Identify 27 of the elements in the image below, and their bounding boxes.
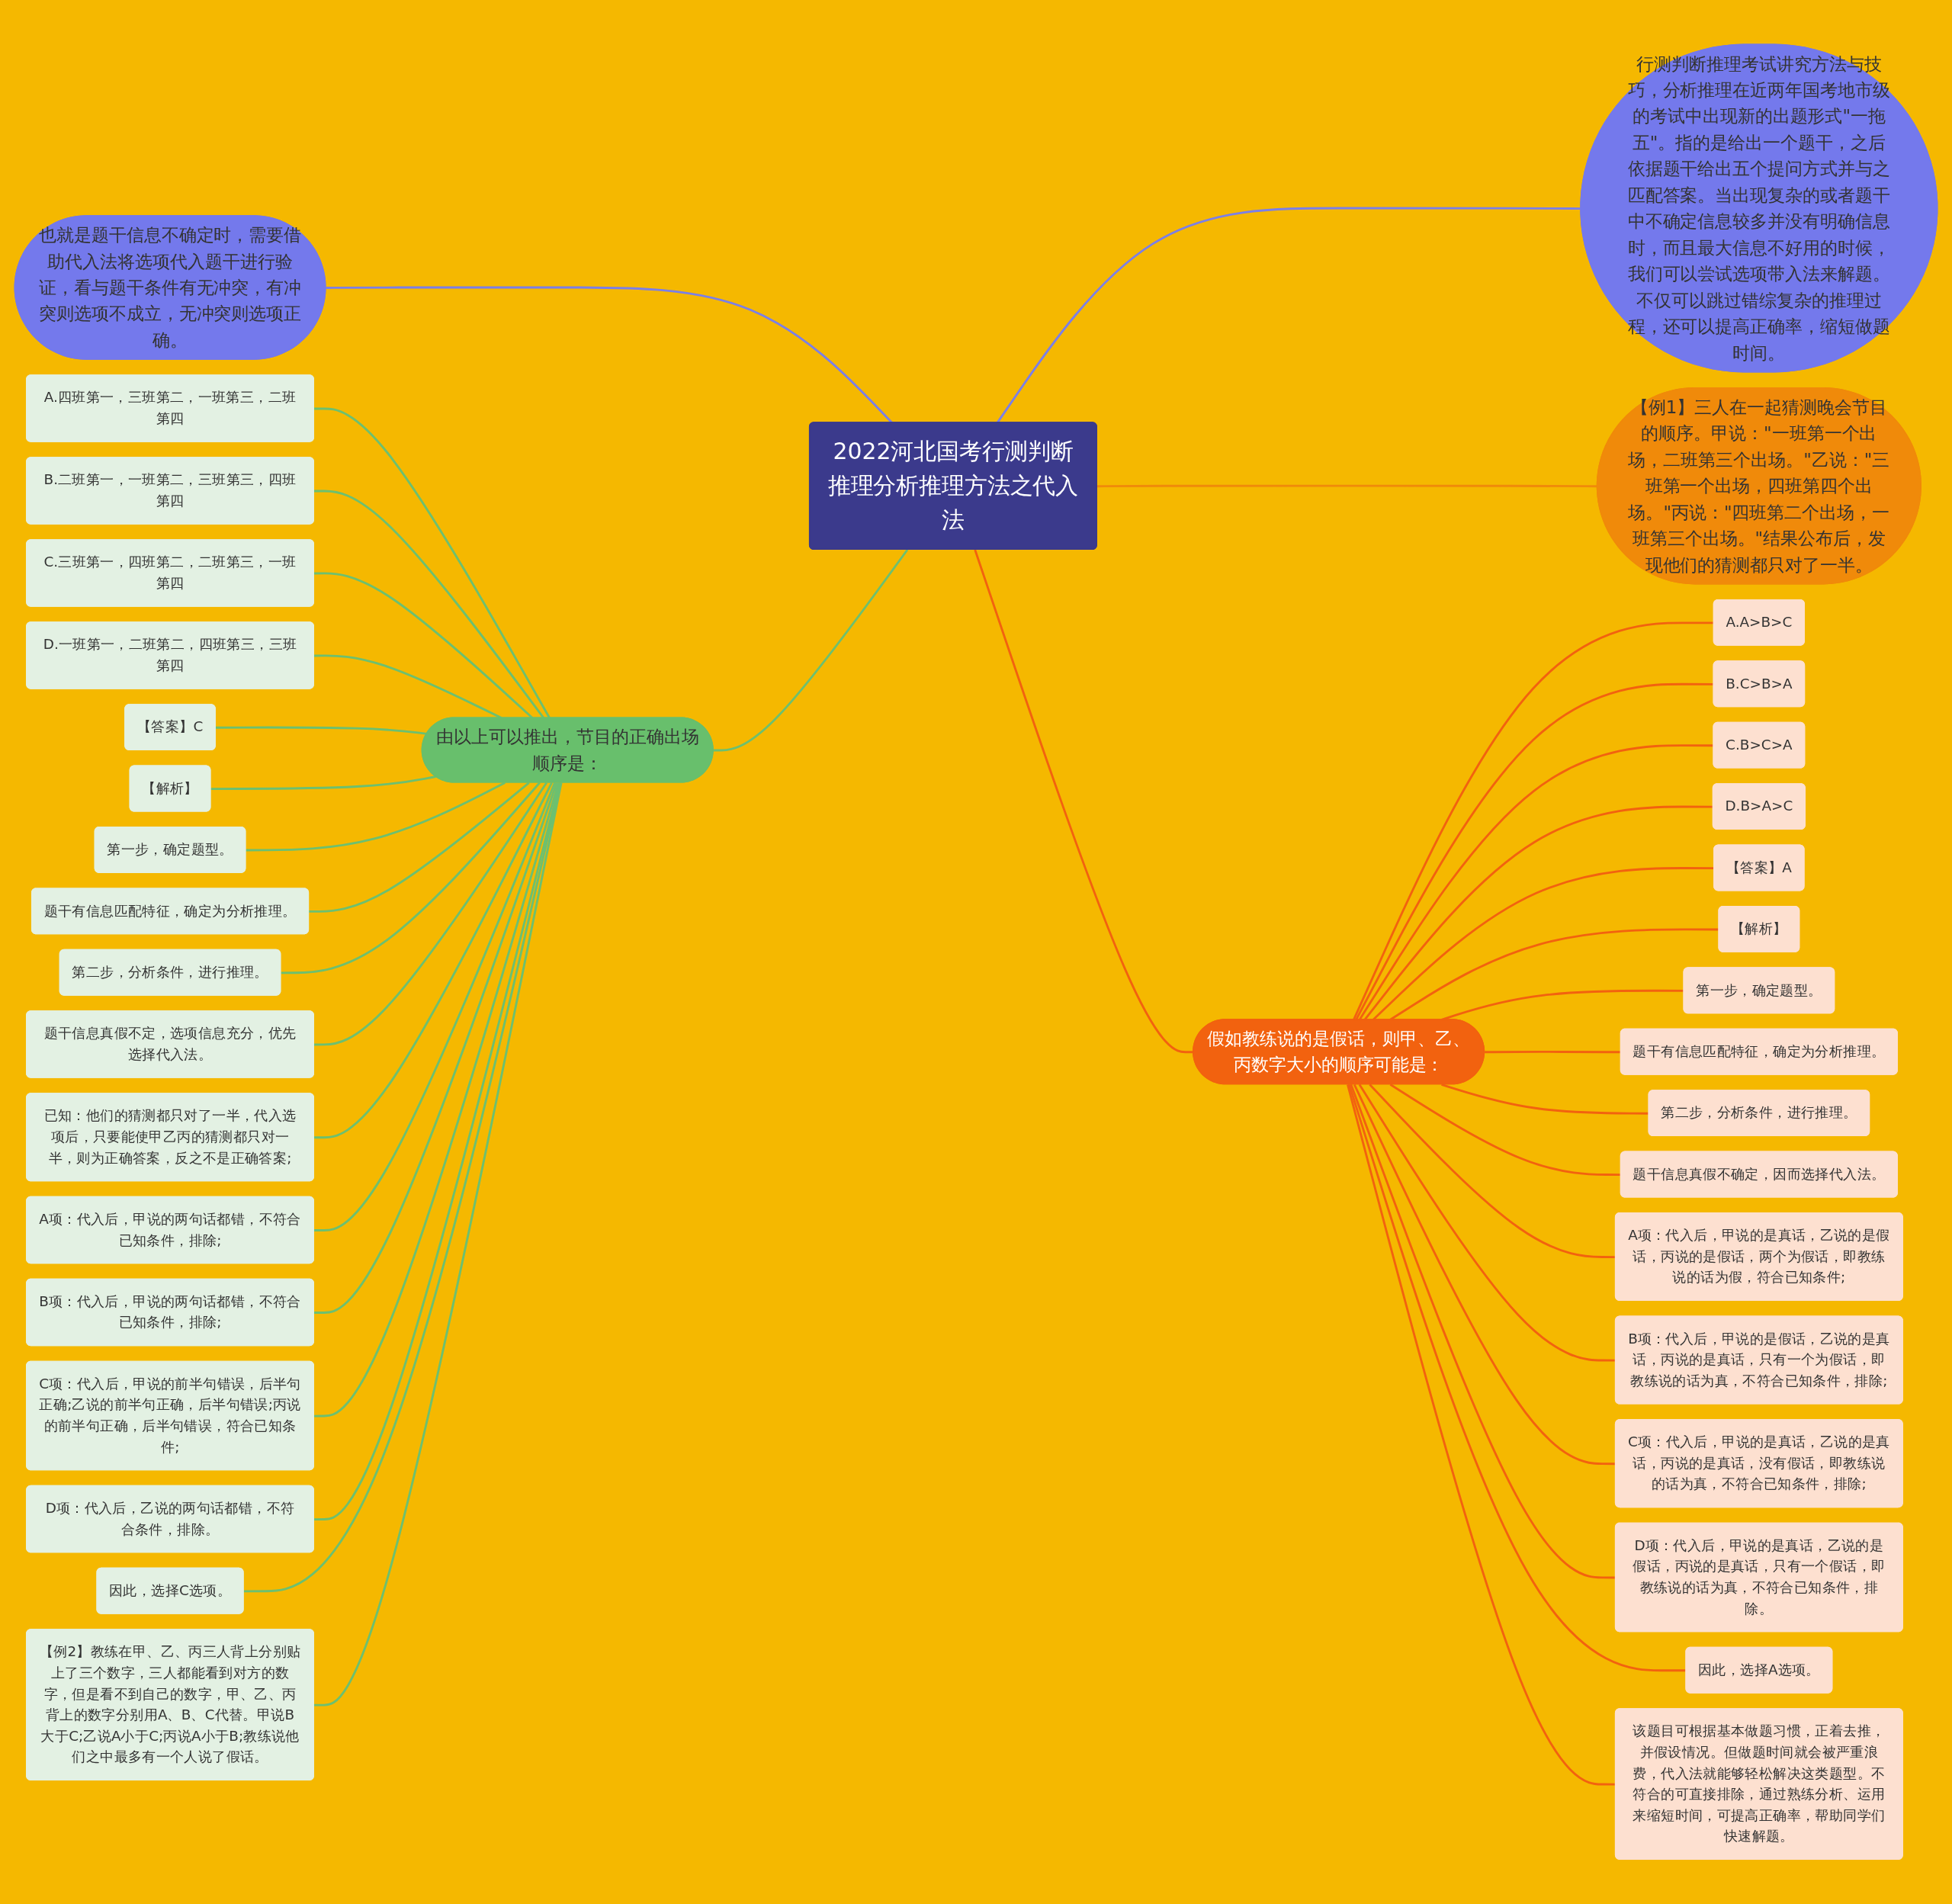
connector [314, 782, 563, 1707]
connector [314, 782, 547, 1046]
connector [243, 782, 562, 1593]
connector [1389, 928, 1719, 1021]
connector [314, 490, 545, 719]
connector [974, 549, 1194, 1054]
connector [1363, 805, 1713, 1021]
connector [314, 782, 556, 1232]
connector [246, 782, 506, 852]
connector [314, 572, 534, 719]
connector [1441, 1084, 1649, 1115]
connector [309, 782, 530, 913]
connector [326, 286, 893, 424]
connector [713, 549, 909, 752]
connector [1355, 683, 1714, 1021]
connector [314, 782, 553, 1139]
connector [1096, 484, 1597, 488]
connector [314, 782, 558, 1315]
connector [1485, 1051, 1621, 1054]
connector [1441, 990, 1684, 1021]
connector [281, 782, 541, 974]
connector [1353, 621, 1714, 1021]
connector [1358, 744, 1714, 1021]
connector [1389, 1084, 1621, 1177]
connector [210, 775, 436, 791]
connector [215, 726, 427, 735]
connector [314, 407, 551, 719]
